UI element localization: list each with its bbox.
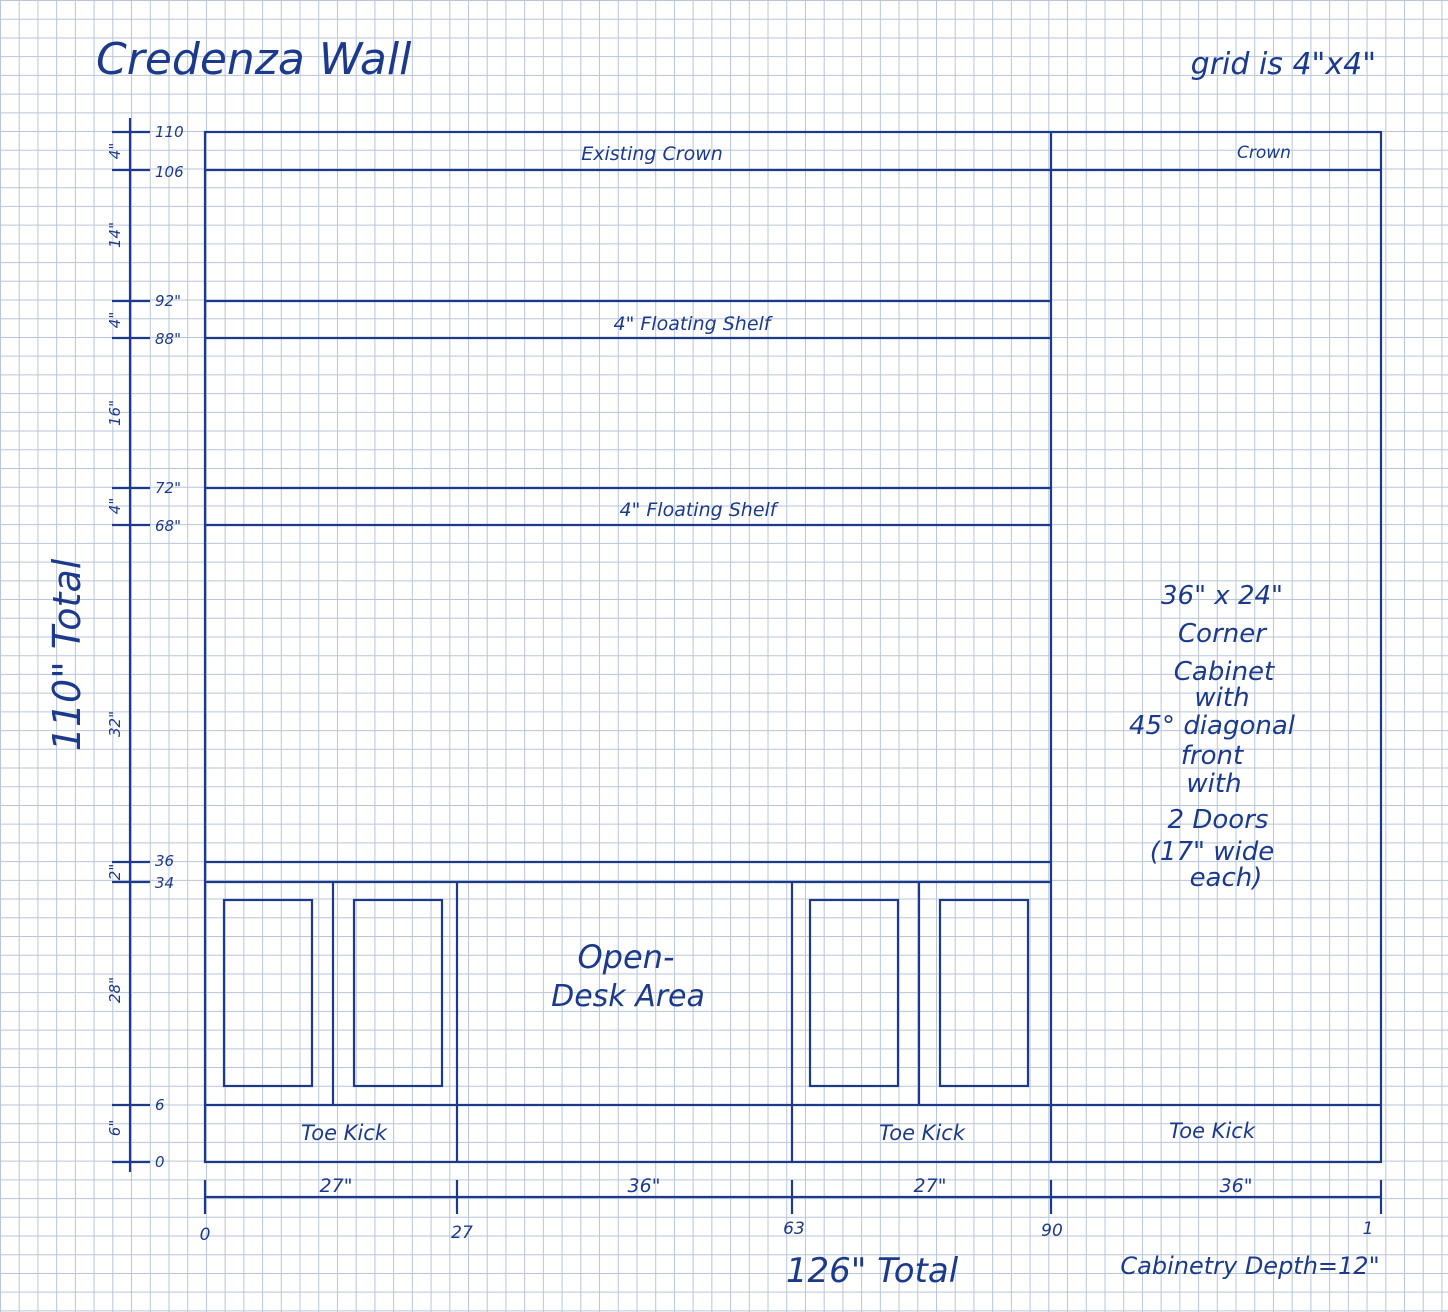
height-segment: 4" (106, 498, 124, 514)
corner-cabinet-note: 36" x 24" Corner Cabinet with 45° diagon… (1129, 581, 1296, 893)
height-marks: 110 106 92" 88" 72" 68" 36 34 6 0 (155, 123, 184, 1171)
width-mark: 63 (783, 1219, 805, 1239)
open-area-label-line2: Desk Area (551, 979, 705, 1014)
width-segments: 27" 36" 27" 36" (320, 1175, 1253, 1197)
height-mark: 6 (155, 1096, 165, 1114)
linework (112, 118, 1383, 1214)
upper-shelf-label: 4" Floating Shelf (614, 313, 774, 335)
toe-kick-left-label: Toe Kick (301, 1121, 388, 1145)
existing-crown-label: Existing Crown (581, 143, 723, 165)
height-mark: 106 (155, 163, 184, 181)
corner-note-line: front (1181, 741, 1244, 771)
cabinetry-depth-note: Cabinetry Depth=12" (1120, 1252, 1379, 1280)
width-mark: 0 (200, 1225, 211, 1245)
door-panel-4 (938, 898, 1030, 1088)
height-mark: 92" (155, 292, 181, 310)
height-segments: 4" 14" 4" 16" 4" 32" 2" 28" 6" (106, 143, 124, 1136)
door-panel-3 (808, 898, 900, 1088)
corner-note-line: 36" x 24" (1161, 581, 1283, 611)
height-segment: 2" (106, 864, 124, 880)
open-area-label-line1: Open- (577, 938, 674, 976)
width-segment: 27" (914, 1175, 947, 1197)
corner-note-line: 45° diagonal (1129, 711, 1296, 741)
width-mark: 90 (1041, 1221, 1063, 1241)
height-segment: 4" (106, 143, 124, 159)
total-width-label: 126" Total (786, 1251, 959, 1291)
height-mark: 88" (155, 330, 181, 348)
height-segment: 14" (106, 222, 124, 248)
width-marks: 0 27 63 90 1 (200, 1219, 1374, 1245)
height-mark: 0 (155, 1153, 165, 1171)
corner-note-line: with (1186, 769, 1241, 799)
crown-label: Crown (1237, 143, 1291, 163)
height-mark: 110 (155, 123, 184, 141)
height-segment: 4" (106, 312, 124, 328)
height-mark: 36 (155, 852, 174, 870)
annotations: Credenza Wall grid is 4"x4" Existing Cro… (45, 34, 1380, 1291)
grid-scale-note: grid is 4"x4" (1191, 47, 1376, 82)
total-height-label: 110" Total (45, 558, 89, 751)
door-panel-1 (222, 898, 314, 1088)
corner-note-line: Cabinet (1174, 657, 1275, 687)
sheet-title: Credenza Wall (96, 34, 412, 85)
width-segment: 36" (1220, 1175, 1253, 1197)
height-segment: 28" (106, 977, 124, 1003)
height-segment: 6" (106, 1120, 124, 1136)
height-segment: 16" (106, 400, 124, 426)
lower-shelf-label: 4" Floating Shelf (620, 499, 780, 521)
height-mark: 34 (155, 874, 174, 892)
door-panel-2 (352, 898, 444, 1088)
corner-note-line: (17" wide (1150, 837, 1274, 867)
corner-note-line: 2 Doors (1168, 805, 1269, 835)
height-mark: 72" (155, 479, 181, 497)
width-mark: 1 (1363, 1219, 1374, 1239)
width-segment: 27" (320, 1175, 353, 1197)
height-mark: 68" (155, 517, 181, 535)
width-mark: 27 (451, 1223, 473, 1243)
width-segment: 36" (628, 1175, 661, 1197)
height-segment: 32" (106, 711, 124, 737)
corner-note-line: with (1194, 683, 1249, 713)
corner-note-line: Corner (1178, 619, 1268, 649)
toe-kick-center-label: Toe Kick (879, 1121, 966, 1145)
corner-note-line: each) (1190, 863, 1263, 893)
toe-kick-right-label: Toe Kick (1169, 1119, 1256, 1143)
